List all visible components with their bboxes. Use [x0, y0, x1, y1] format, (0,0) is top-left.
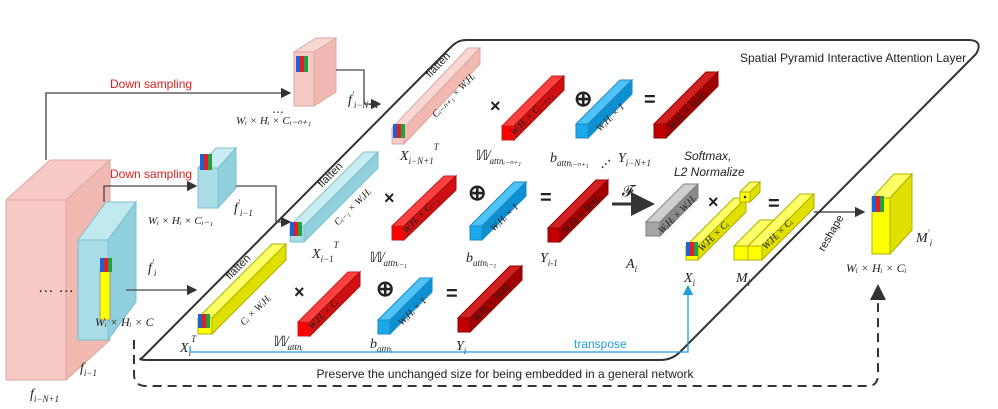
times-out: × — [708, 192, 719, 212]
w-top-label: 𝕎attnᵢ₋ₙ₊₁ — [474, 149, 521, 166]
w-mid-label: 𝕎attnᵢ₋₁ — [368, 251, 407, 268]
pyramid-top-dims: Wᵢ × Hᵢ × Cᵢ₋ₙ₊₁ — [236, 115, 312, 127]
layer-frame — [139, 39, 980, 361]
pyramid-bottom-label: f′i — [148, 258, 157, 278]
pyramid-mid-label: f′i−1 — [234, 198, 253, 218]
a-label: Ai — [625, 257, 638, 274]
x-mid-label: Xi−1T — [311, 240, 340, 264]
pyramid-top-label: f′i−N+1 — [348, 90, 379, 110]
times-top: × — [490, 96, 501, 116]
bottom-caption: Preserve the unchanged size for being em… — [317, 367, 695, 381]
transpose-label: transpose — [574, 337, 627, 351]
pyramid-mid-dims: Wᵢ × Hᵢ × Cᵢ₋₁ — [148, 215, 213, 227]
pyramid-dots: ⋯ — [272, 105, 284, 119]
layer-title: Spatial Pyramid Interactive Attention La… — [740, 51, 966, 65]
script-f: 𝓕 — [622, 183, 637, 200]
x-out-label: Xi — [683, 271, 696, 288]
flatten-arrow-mid — [236, 185, 292, 228]
preserve-loop — [133, 284, 886, 387]
b-bottom-label: battnᵢ — [370, 337, 393, 354]
times-bottom: × — [294, 282, 305, 302]
stack-dots: … … — [38, 279, 74, 296]
output-cube — [870, 172, 914, 256]
downsample-label-mid: Down sampling — [110, 167, 192, 181]
m-label: Mi — [735, 271, 751, 288]
dot-cube — [738, 180, 762, 204]
downsample-arrow-top — [45, 87, 292, 160]
row-top: flatten Cᵢ₋ₙ₊₁ × WᵢHᵢ Xi−N+1T × WᵢHᵢ × C… — [390, 46, 720, 168]
w-bottom-label: 𝕎attnᵢ — [272, 335, 304, 352]
plus-bottom: ⊕ — [376, 276, 394, 301]
x-bottom-label: XiT — [179, 334, 197, 358]
downsample-arrow-mid — [103, 180, 198, 202]
stack-label: fi−N+1 — [30, 387, 59, 404]
plus-top: ⊕ — [574, 86, 592, 111]
output-dims: Wᵢ × Hᵢ × Cᵢ — [846, 261, 907, 275]
pyramid-cube-mid — [196, 146, 238, 210]
reshape-label: reshape — [816, 213, 846, 253]
flatten-arrow-top — [336, 69, 382, 110]
times-mid: × — [384, 188, 395, 208]
plus-mid: ⊕ — [468, 180, 486, 205]
y-mid-label: Yi-1 — [540, 251, 558, 268]
softmax-line1: Softmax, — [684, 149, 731, 163]
row-mid: flatten Cᵢ₋₁ × WᵢHᵢ Xi−1T × WᵢHᵢ × Cᵢ₋₁ … — [288, 150, 610, 268]
equals-bottom: = — [446, 283, 458, 305]
equals-top: = — [644, 89, 656, 111]
x-top-label: Xi−N+1T — [399, 142, 440, 166]
softmax-line2: L2 Normalize — [674, 165, 745, 179]
b-mid-label: battnᵢ₋₁ — [466, 251, 496, 268]
equals-mid: = — [540, 187, 552, 209]
dots-between: ⋯ — [595, 153, 616, 174]
tensor-dims: Wᵢ × Hᵢ × C — [95, 315, 155, 329]
output-label: M′i — [915, 228, 933, 248]
y-top-label: Yi−N+1 — [618, 151, 651, 168]
equals-out: = — [768, 193, 780, 215]
tensor-label: fi−1 — [80, 361, 97, 378]
downsample-label-top: Down sampling — [110, 77, 192, 91]
b-top-label: battnᵢ₋ₙ₊₁ — [550, 151, 589, 168]
pyramid-cube-top — [292, 37, 338, 107]
y-bottom-label: Yi — [456, 339, 467, 356]
transpose-path — [189, 284, 694, 353]
tensor-cube — [77, 200, 137, 342]
